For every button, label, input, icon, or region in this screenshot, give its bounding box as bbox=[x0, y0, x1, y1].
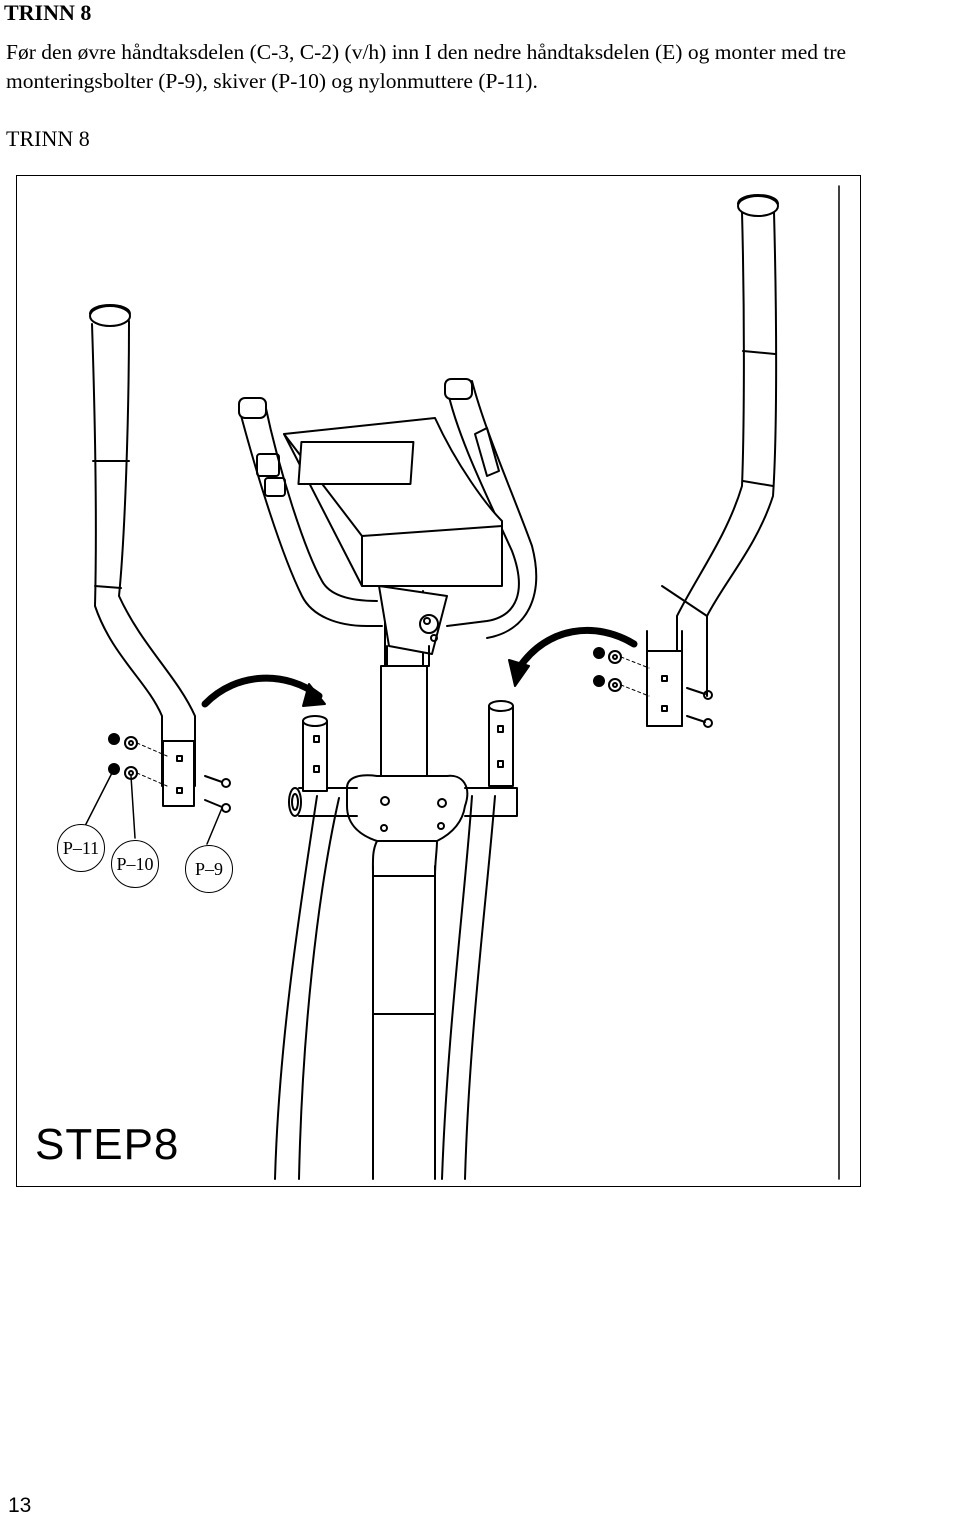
step-label: STEP8 bbox=[35, 1120, 180, 1169]
assembly-figure: P–11 P–10 P–9 STEP8 bbox=[16, 175, 861, 1187]
subheading: TRINN 8 bbox=[6, 126, 90, 151]
part-label-p10: P–10 bbox=[111, 840, 159, 888]
heading: TRINN 8 bbox=[4, 0, 92, 25]
instruction-text: Før den øvre håndtaksdelen (C-3, C-2) (v… bbox=[6, 40, 847, 93]
assembly-drawing bbox=[84, 185, 840, 1180]
page-number: 13 bbox=[8, 1494, 32, 1517]
part-label-p9: P–9 bbox=[185, 845, 233, 893]
part-label-p11: P–11 bbox=[57, 824, 105, 872]
